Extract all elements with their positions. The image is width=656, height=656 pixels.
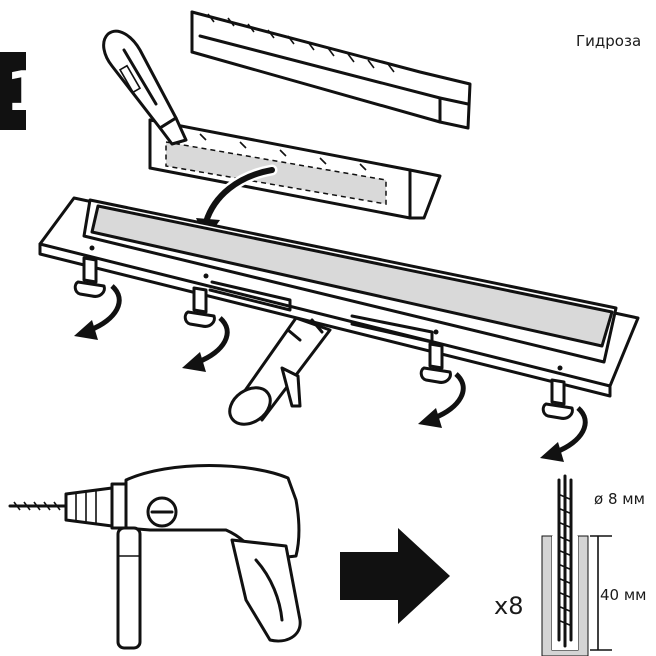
adjustable-foot <box>419 342 452 384</box>
step-number: 1 <box>6 60 44 123</box>
hole-count-label: x8 <box>494 592 523 620</box>
drill-icon <box>8 464 302 650</box>
rotate-arrow-icon <box>74 282 124 340</box>
adjustable-foot <box>73 256 106 298</box>
bit-diameter-label: ø 8 мм <box>594 490 645 508</box>
sealing-tape <box>90 204 614 348</box>
tape-box-base <box>148 118 442 220</box>
utility-knife-icon <box>102 29 188 146</box>
adjustable-foot <box>541 378 574 420</box>
rotate-arrow-icon <box>418 370 468 428</box>
rotate-arrow-icon <box>540 404 590 462</box>
drill-hole-detail <box>541 474 612 656</box>
adjustable-foot <box>183 286 216 328</box>
step-badge: 1 <box>0 52 44 130</box>
rotate-arrow-icon <box>182 314 232 372</box>
direction-arrow-icon <box>340 528 450 624</box>
tape-box-lid <box>190 10 472 130</box>
outlet-pipe <box>228 316 332 426</box>
hole-depth-label: 40 мм <box>600 586 647 604</box>
drain-channel <box>38 196 640 398</box>
waterproofing-label: Гидроза <box>576 32 641 50</box>
